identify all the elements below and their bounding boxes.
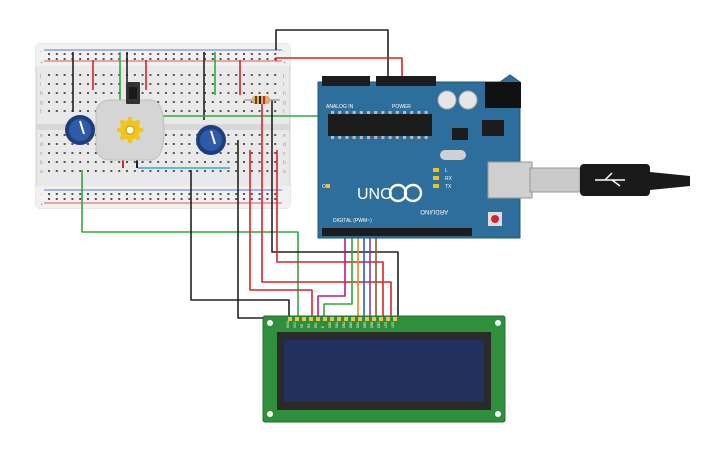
breadboard-row-label: d	[283, 142, 286, 148]
lcd-pin[interactable]	[365, 317, 369, 321]
lcd-pin[interactable]	[358, 317, 362, 321]
lcd-pin-label: DB5	[363, 322, 367, 328]
breadboard-row-label: c	[40, 151, 43, 157]
lcd-pin-label: DB4	[356, 322, 360, 328]
wire-rs	[317, 232, 346, 318]
analog-header	[322, 76, 370, 86]
power-label: POWER	[392, 104, 411, 110]
wire-5v-top	[275, 57, 403, 86]
breadboard-row-label: i	[40, 82, 41, 88]
tx-label: TX	[445, 184, 452, 190]
analog-label: ANALOG IN	[326, 104, 354, 110]
usb-plug-icon[interactable]	[529, 164, 690, 196]
rail-plus-label-bottom: +	[40, 202, 43, 208]
lcd-pin[interactable]	[372, 317, 376, 321]
breadboard-row-label: g	[40, 100, 43, 106]
lcd-pin[interactable]	[393, 317, 397, 321]
wire-black-lcd-gnd	[190, 170, 290, 318]
brand-text: ARDUINO	[420, 208, 448, 214]
lcd-pin-label: DB3	[349, 322, 353, 328]
potentiometer-icon[interactable]	[65, 115, 95, 145]
lcd-pin-label: RS	[307, 324, 311, 328]
breadboard-row-label: i	[283, 82, 284, 88]
wire-red-lcd-bl	[276, 150, 384, 318]
lcd-pin-label: DB6	[370, 322, 374, 328]
breadboard-row-label: b	[283, 160, 286, 166]
lcd-pin-label: VCC	[293, 321, 297, 328]
lcd-pin-label: DB1	[335, 322, 339, 328]
wire-green-lcd-v0	[81, 170, 299, 318]
pushbutton-icon[interactable]	[126, 82, 140, 104]
lcd-pin-label: GND	[286, 320, 290, 328]
lcd-pin[interactable]	[309, 317, 313, 321]
capacitor-2	[458, 90, 478, 110]
potentiometer-icon[interactable]	[196, 125, 226, 155]
lcd-pin[interactable]	[379, 317, 383, 321]
digital-header	[322, 228, 472, 236]
breadboard-row-label: h	[283, 91, 286, 97]
atmega-chip	[328, 114, 432, 136]
rail-minus-label-bottom: -	[40, 192, 42, 198]
breadboard-row-label: j	[282, 73, 284, 79]
capacitor-1	[437, 90, 457, 110]
lcd-pin-label: LED	[384, 321, 388, 328]
usb-port	[487, 161, 533, 199]
breadboard-row-label: h	[40, 91, 43, 97]
breadboard-row-label: f	[40, 109, 42, 115]
lcd-pin-label: RW	[314, 323, 318, 328]
lcd-pin-label: DB2	[342, 322, 346, 328]
on-label: ON	[322, 184, 330, 190]
breadboard-row-label: g	[283, 100, 286, 106]
lcd-pin[interactable]	[302, 317, 306, 321]
rail-minus-label: -	[40, 49, 42, 55]
lcd-pin[interactable]	[330, 317, 334, 321]
lcd-pin-label: LED	[391, 321, 395, 328]
rail-minus-label-right: -	[283, 49, 285, 55]
lcd-pin[interactable]	[295, 317, 299, 321]
wire-red-lcd-vcc	[249, 150, 313, 318]
lcd-pin-label: E	[321, 326, 325, 328]
lcd-pin[interactable]	[316, 317, 320, 321]
lcd-pin-label: DB7	[377, 322, 381, 328]
lcd-pin-label: V0	[300, 324, 304, 328]
breadboard-row-label: f	[283, 109, 285, 115]
lcd-pin[interactable]	[351, 317, 355, 321]
lcd-screen	[284, 340, 484, 402]
breadboard-row-label: c	[283, 151, 286, 157]
breadboard-row-label: j	[39, 73, 41, 79]
breadboard-row-label: d	[40, 142, 43, 148]
breadboard-row-label: e	[283, 133, 286, 139]
lcd-pin[interactable]	[337, 317, 341, 321]
dc-motor-icon[interactable]	[95, 99, 165, 168]
digital-label: DIGITAL (PWM~)	[333, 218, 372, 224]
rail-plus-label: +	[40, 60, 43, 66]
l-label: L	[445, 168, 448, 174]
lcd-pin[interactable]	[323, 317, 327, 321]
breadboard-row-label: a	[40, 169, 43, 175]
rail-plus-label-right: +	[283, 60, 286, 66]
lcd-pin[interactable]	[386, 317, 390, 321]
wire-e	[323, 232, 353, 318]
arduino-uno-board: UNO ARDUINO ANALOG IN POWER DIGITAL (PWM…	[317, 74, 533, 239]
uno-logo-text: UNO	[357, 186, 393, 203]
breadboard-row-label: a	[283, 169, 286, 175]
breadboard-row-label: e	[40, 133, 43, 139]
power-jack	[485, 82, 521, 108]
rx-label: RX	[445, 176, 453, 182]
resistor-icon	[244, 96, 280, 104]
wire-black-lcd-led	[271, 100, 399, 318]
arduino-logo-icon	[388, 183, 423, 203]
wire-red-lcd-led	[261, 96, 392, 318]
lcd-pin[interactable]	[288, 317, 292, 321]
lcd-pin[interactable]	[344, 317, 348, 321]
power-header	[376, 76, 436, 86]
breadboard-row-label: b	[40, 160, 43, 166]
lcd-pin-label: DB0	[328, 322, 332, 328]
